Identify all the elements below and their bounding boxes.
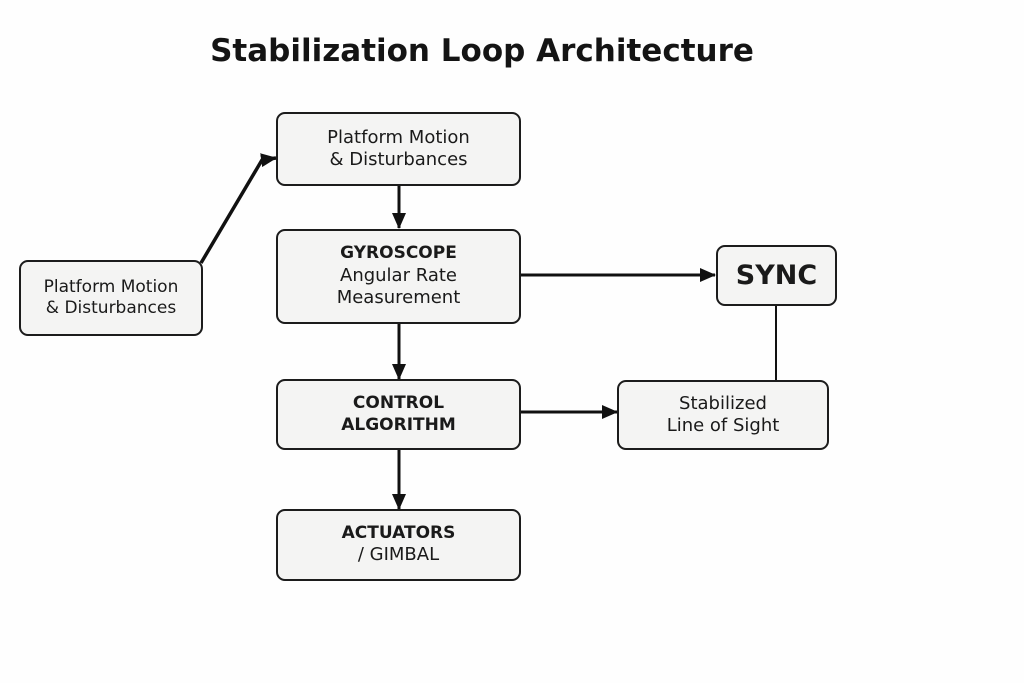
node-actuators-gimbal: ACTUATORS / GIMBAL — [276, 509, 521, 581]
node-platform-motion-left: Platform Motion & Disturbances — [19, 260, 203, 336]
node-stabilized-line-of-sight: Stabilized Line of Sight — [617, 380, 829, 450]
node-label-line2: ALGORITHM — [341, 414, 456, 435]
node-heading: ACTUATORS — [341, 523, 456, 544]
node-label-line1: Stabilized — [679, 392, 767, 414]
node-control-algorithm: CONTROL ALGORITHM — [276, 379, 521, 450]
node-label-line2: Measurement — [336, 287, 461, 309]
diagram-title: Stabilization Loop Architecture — [210, 33, 754, 69]
node-label-line1: CONTROL — [352, 393, 445, 414]
node-label-line2: Line of Sight — [666, 415, 780, 436]
node-label-line1: Platform Motion — [327, 126, 470, 148]
node-label-line1: Angular Rate — [340, 264, 457, 286]
edge-platform-left-to-platform-top — [199, 153, 277, 264]
node-gyroscope: GYROSCOPE Angular Rate Measurement — [276, 229, 521, 324]
node-label: SYNC — [735, 259, 818, 291]
node-label-line1: / GIMBAL — [357, 544, 440, 566]
node-heading: GYROSCOPE — [340, 243, 457, 264]
node-label-line2: & Disturbances — [329, 149, 468, 170]
node-platform-motion-top: Platform Motion & Disturbances — [276, 112, 521, 186]
node-sync: SYNC — [716, 245, 837, 306]
node-label-line1: Platform Motion — [43, 276, 179, 297]
node-label-line2: & Disturbances — [45, 298, 177, 318]
